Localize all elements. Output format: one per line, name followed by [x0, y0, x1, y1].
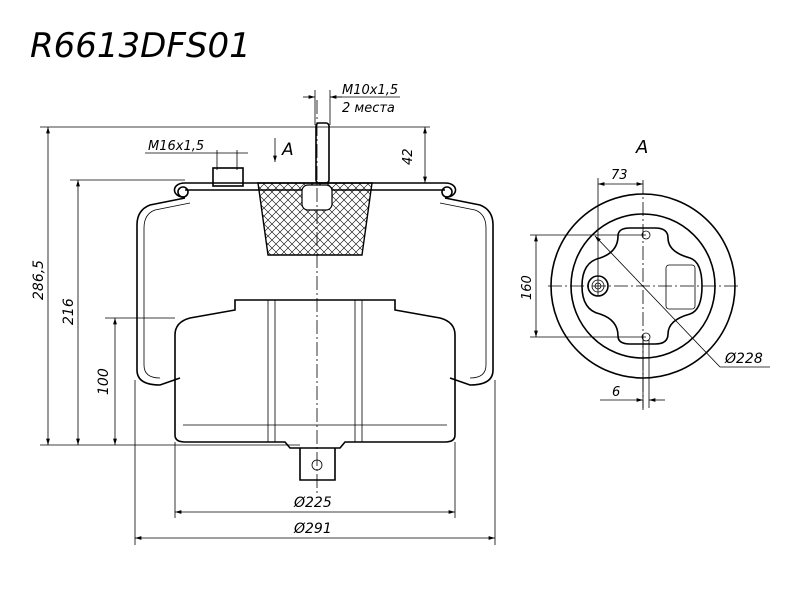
label-plate: [665, 264, 696, 310]
bottom-bracket: [299, 448, 336, 481]
dim-small: 6: [612, 385, 620, 400]
dim-plate-diameter: Ø228: [724, 351, 763, 367]
dim-total-height: 286,5: [31, 260, 47, 300]
piston: [174, 299, 456, 449]
dim-height-216: 216: [61, 298, 77, 325]
stud-count-label: 2 места: [342, 101, 395, 116]
dim-stud-spacing: 160: [520, 275, 535, 300]
dim-piston-diameter: Ø225: [293, 495, 332, 511]
rubber-buffer: [257, 182, 373, 256]
fitting-thread-label: M16x1,5: [148, 139, 204, 154]
stud: [315, 122, 330, 184]
stud-thread-label: M10x1,5: [342, 83, 398, 98]
bellows: [136, 197, 494, 386]
air-fitting: [212, 167, 244, 187]
dim-piston-height: 100: [96, 368, 112, 395]
view-a-label: A: [635, 137, 648, 158]
dim-outer-diameter: Ø291: [293, 521, 332, 537]
view-a: A 73 160 Ø228 6: [520, 137, 770, 410]
dim-offset: 73: [611, 168, 628, 183]
view-marker-a: A: [281, 140, 294, 160]
drawing-title: R6613DFS01: [30, 26, 251, 66]
main-view: 286,5 216 100 Ø225 Ø291 42 M10x1,5 2 мес…: [31, 83, 496, 545]
dim-stud-height: 42: [401, 148, 416, 165]
